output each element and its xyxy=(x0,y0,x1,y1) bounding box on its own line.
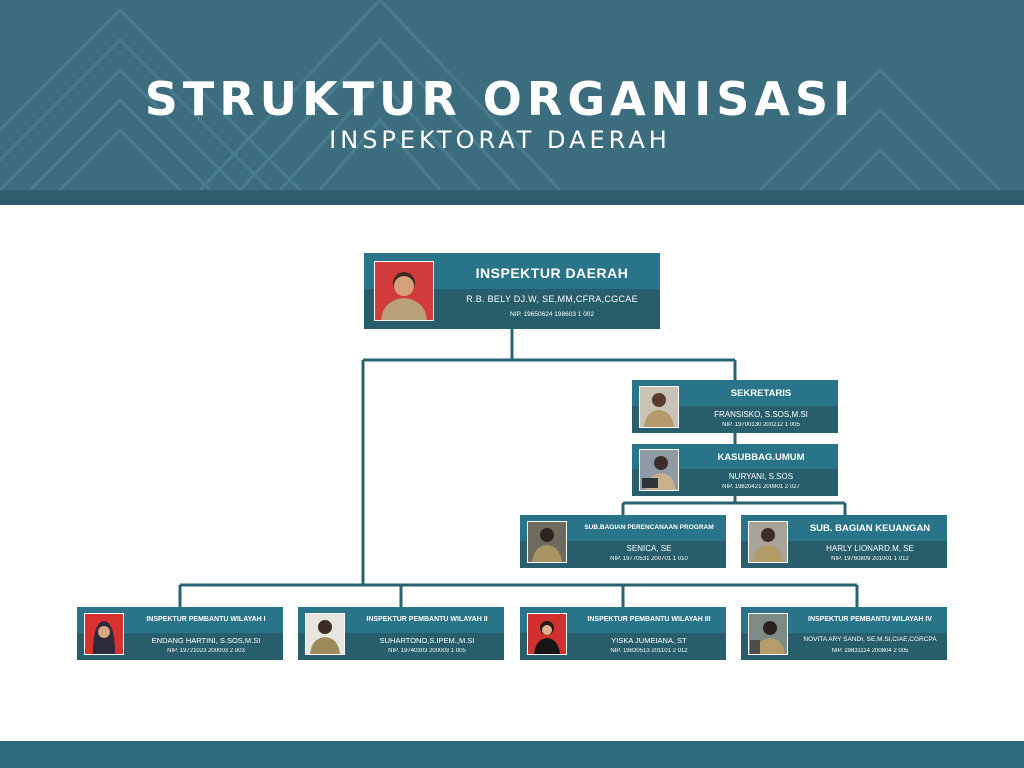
card-name: NURYANI, S.SOS xyxy=(728,472,794,481)
card-nip: NIP. 19770531 200701 1 010 xyxy=(610,556,688,562)
avatar xyxy=(374,261,434,321)
card-wilayah-4: INSPEKTUR PEMBANTU WILAYAH IV NOVITA ARY… xyxy=(741,607,947,660)
card-nip: NIP. 19820421 200801 2 027 xyxy=(722,484,800,490)
card-nip: NIP. 19760809 201001 1 012 xyxy=(831,556,909,562)
card-title: SUB. BAGIAN KEUANGAN xyxy=(809,523,931,534)
card-title: SUB.BAGIAN PERENCANAAN PROGRAM xyxy=(584,524,714,531)
card-name: HARLY LIONARD.M, SE xyxy=(826,544,914,553)
avatar xyxy=(748,613,788,655)
card-name: YISKA JUMEIANA, ST xyxy=(611,636,687,645)
card-wilayah-1: INSPEKTUR PEMBANTU WILAYAH I ENDANG HART… xyxy=(77,607,283,660)
card-nip: NIP. 19700130 200212 1 005 xyxy=(722,422,800,428)
card-name: NOVITA ARY SANDI, SE,M.SI,CIAE,CGRCPA xyxy=(803,636,937,643)
card-name: ENDANG HARTINI, S.SOS,M.SI xyxy=(151,636,261,645)
card-subbag-perencanaan: SUB.BAGIAN PERENCANAAN PROGRAM SENICA, S… xyxy=(520,515,726,568)
card-title: INSPEKTUR DAERAH xyxy=(475,265,629,281)
card-wilayah-2: INSPEKTUR PEMBANTU WILAYAH II SUHARTONO,… xyxy=(298,607,504,660)
card-title: SEKRETARIS xyxy=(730,388,792,399)
card-nip: NIP. 19650624 198603 1 002 xyxy=(509,311,595,318)
card-name: SUHARTONO,S.IPEM.,M.SI xyxy=(379,636,475,645)
card-inspektur-daerah: INSPEKTUR DAERAH R.B. BELY DJ.W, SE,MM,C… xyxy=(364,253,660,329)
card-title: INSPEKTUR PEMBANTU WILAYAH I xyxy=(146,616,266,623)
page-title: STRUKTUR ORGANISASI xyxy=(144,72,856,126)
avatar xyxy=(639,449,679,491)
card-kasubbag-umum: KASUBBAG.UMUM NURYANI, S.SOS NIP. 198204… xyxy=(632,444,838,496)
avatar xyxy=(84,613,124,655)
card-nip: NIP. 19740303 200003 1 005 xyxy=(388,648,466,654)
card-nip: NIP. 19721023 200003 2 003 xyxy=(167,648,245,654)
card-wilayah-3: INSPEKTUR PEMBANTU WILAYAH III YISKA JUM… xyxy=(520,607,726,660)
avatar xyxy=(305,613,345,655)
geometric-background-pattern xyxy=(0,0,1002,190)
card-name: SENICA, SE xyxy=(626,544,672,553)
avatar xyxy=(639,386,679,428)
footer-band xyxy=(0,741,1024,768)
card-name: FRANSISKO, S.SOS,M.SI xyxy=(714,410,808,419)
card-subbag-keuangan: SUB. BAGIAN KEUANGAN HARLY LIONARD.M, SE… xyxy=(741,515,947,568)
card-sekretaris: SEKRETARIS FRANSISKO, S.SOS,M.SI NIP. 19… xyxy=(632,380,838,433)
card-name: R.B. BELY DJ.W, SE,MM,CFRA,CGCAE xyxy=(466,294,638,304)
page-subtitle: INSPEKTORAT DAERAH xyxy=(329,126,671,154)
header-strip xyxy=(0,190,1024,205)
avatar xyxy=(527,613,567,655)
card-title: INSPEKTUR PEMBANTU WILAYAH III xyxy=(587,616,711,623)
card-title: INSPEKTUR PEMBANTU WILAYAH II xyxy=(366,616,488,623)
card-nip: NIP. 19830513 201101 2 012 xyxy=(610,648,688,654)
card-title: KASUBBAG.UMUM xyxy=(717,452,805,463)
card-title: INSPEKTUR PEMBANTU WILAYAH IV xyxy=(808,616,932,623)
avatar xyxy=(527,521,567,563)
header-banner: STRUKTUR ORGANISASI INSPEKTORAT DAERAH xyxy=(0,0,1024,190)
avatar xyxy=(748,521,788,563)
card-nip: NIP. 19831114 200804 2 005 xyxy=(831,648,909,654)
